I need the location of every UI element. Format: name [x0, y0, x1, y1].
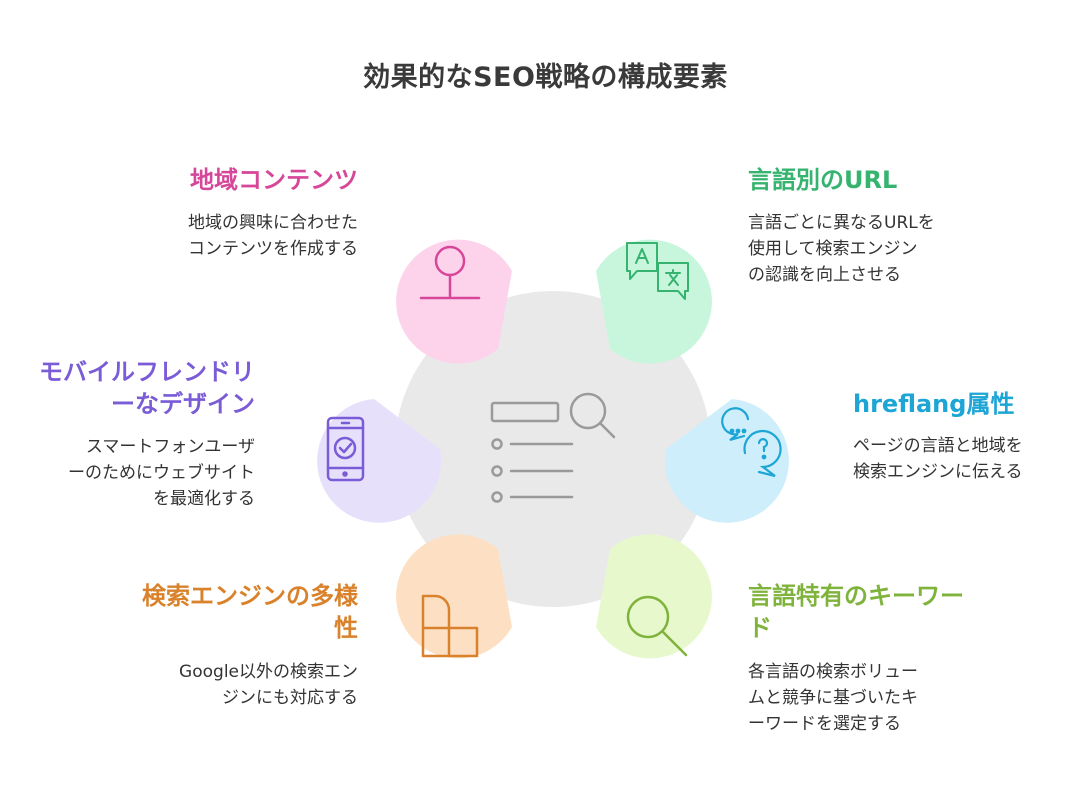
petal-language-url [596, 239, 712, 364]
desc-mobile: スマートフォンユーザ ーのためにウェブサイト を最適化する [68, 437, 255, 509]
desc-regional-content: 地域の興味に合わせた コンテンツを作成する [188, 213, 358, 259]
chat-question-icon [721, 407, 782, 478]
desc-hreflang: ページの言語と地域を 検索エンジンに伝える [853, 436, 1023, 482]
label-search-engines: 検索エンジンの多様性 [142, 582, 358, 642]
petal-regional-content [396, 239, 512, 364]
label-hreflang: hreflang属性 [853, 390, 1015, 418]
petal-search-engines [396, 534, 512, 659]
list-search-icon [490, 392, 616, 503]
label-keywords: 言語特有のキーワード [748, 582, 964, 642]
label-regional-content: 地域コンテンツ [190, 166, 358, 194]
label-mobile: モバイルフレンドリーなデザイン [39, 358, 255, 418]
map-pin-icon [419, 245, 481, 300]
desc-language-url: 言語ごとに異なるURLを 使用して検索エンジン の認識を向上させる [748, 213, 935, 285]
petal-keywords [596, 534, 712, 659]
smartphone-icon [326, 416, 365, 482]
label-language-url: 言語別のURL [748, 166, 898, 194]
petal-mobile [317, 399, 442, 523]
desc-keywords: 各言語の検索ボリュー ムと競争に基づいたキ ーワードを選定する [748, 662, 918, 734]
center-circle [395, 291, 711, 607]
diagram-title: 効果的なSEO戦略の構成要素 [363, 62, 728, 93]
desc-search-engines: Google以外の検索エン ジンにも対応する [179, 662, 358, 708]
layout-icon [421, 594, 479, 658]
magnifier-icon [626, 595, 688, 657]
petal-hreflang [664, 399, 789, 523]
translate-icon [626, 242, 689, 300]
